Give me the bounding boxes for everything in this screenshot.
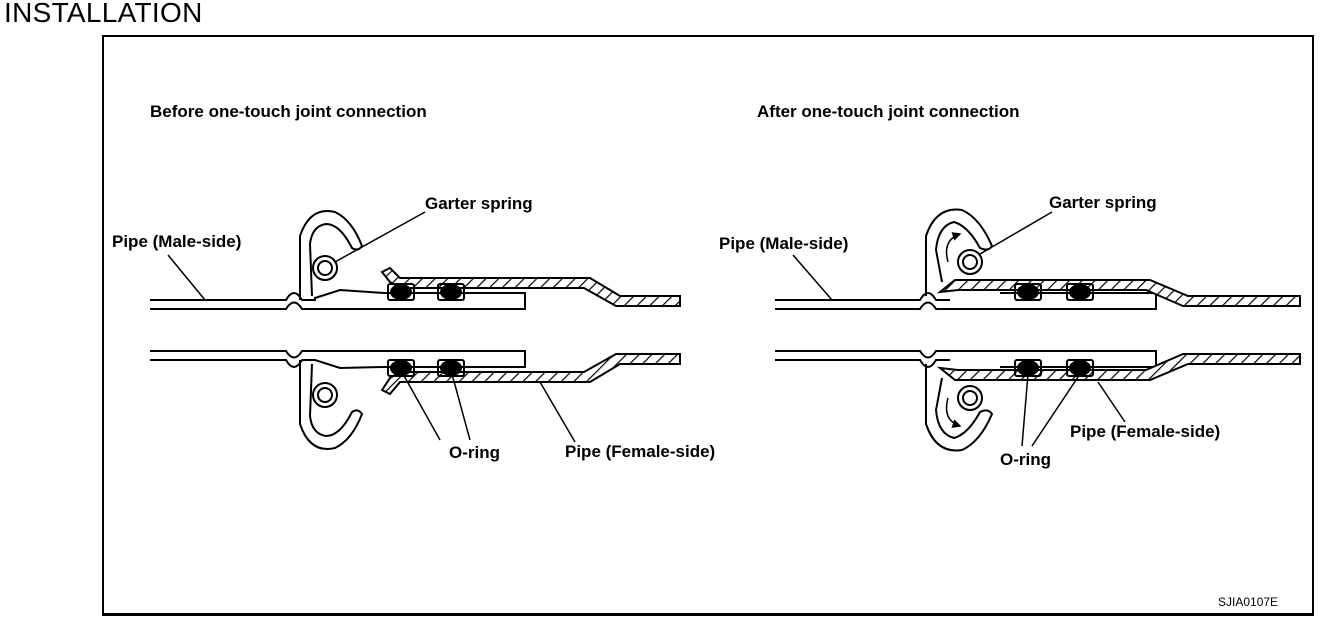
after-female-pipe <box>936 279 1301 381</box>
before-caption: Before one-touch joint connection <box>150 102 427 121</box>
before-leaders <box>167 211 576 443</box>
after-o-ring-label: O-ring <box>1000 450 1051 469</box>
after-leaders <box>792 211 1126 447</box>
before-garter-spring-label: Garter spring <box>425 194 533 213</box>
after-o-rings <box>1014 283 1094 377</box>
before-garter-cage <box>299 210 364 450</box>
page-heading: INSTALLATION <box>4 0 203 28</box>
after-pipe-male-label: Pipe (Male-side) <box>719 234 849 253</box>
after-caption: After one-touch joint connection <box>757 102 1020 121</box>
after-garter-cage <box>925 208 994 452</box>
after-diagram <box>775 208 1301 452</box>
after-pipe-female-label: Pipe (Female-side) <box>1070 422 1221 441</box>
after-male-pipe <box>775 292 1157 368</box>
before-diagram <box>150 210 681 450</box>
before-male-pipe <box>150 288 526 370</box>
before-pipe-female-label: Pipe (Female-side) <box>565 442 716 461</box>
before-pipe-male-label: Pipe (Male-side) <box>112 232 242 251</box>
after-garter-spring-label: Garter spring <box>1049 193 1157 212</box>
before-o-ring-label: O-ring <box>449 443 500 462</box>
before-o-rings <box>387 283 465 377</box>
before-female-pipe <box>380 266 681 396</box>
figure-frame <box>102 35 1314 616</box>
figure-code: SJIA0107E <box>1218 595 1279 609</box>
